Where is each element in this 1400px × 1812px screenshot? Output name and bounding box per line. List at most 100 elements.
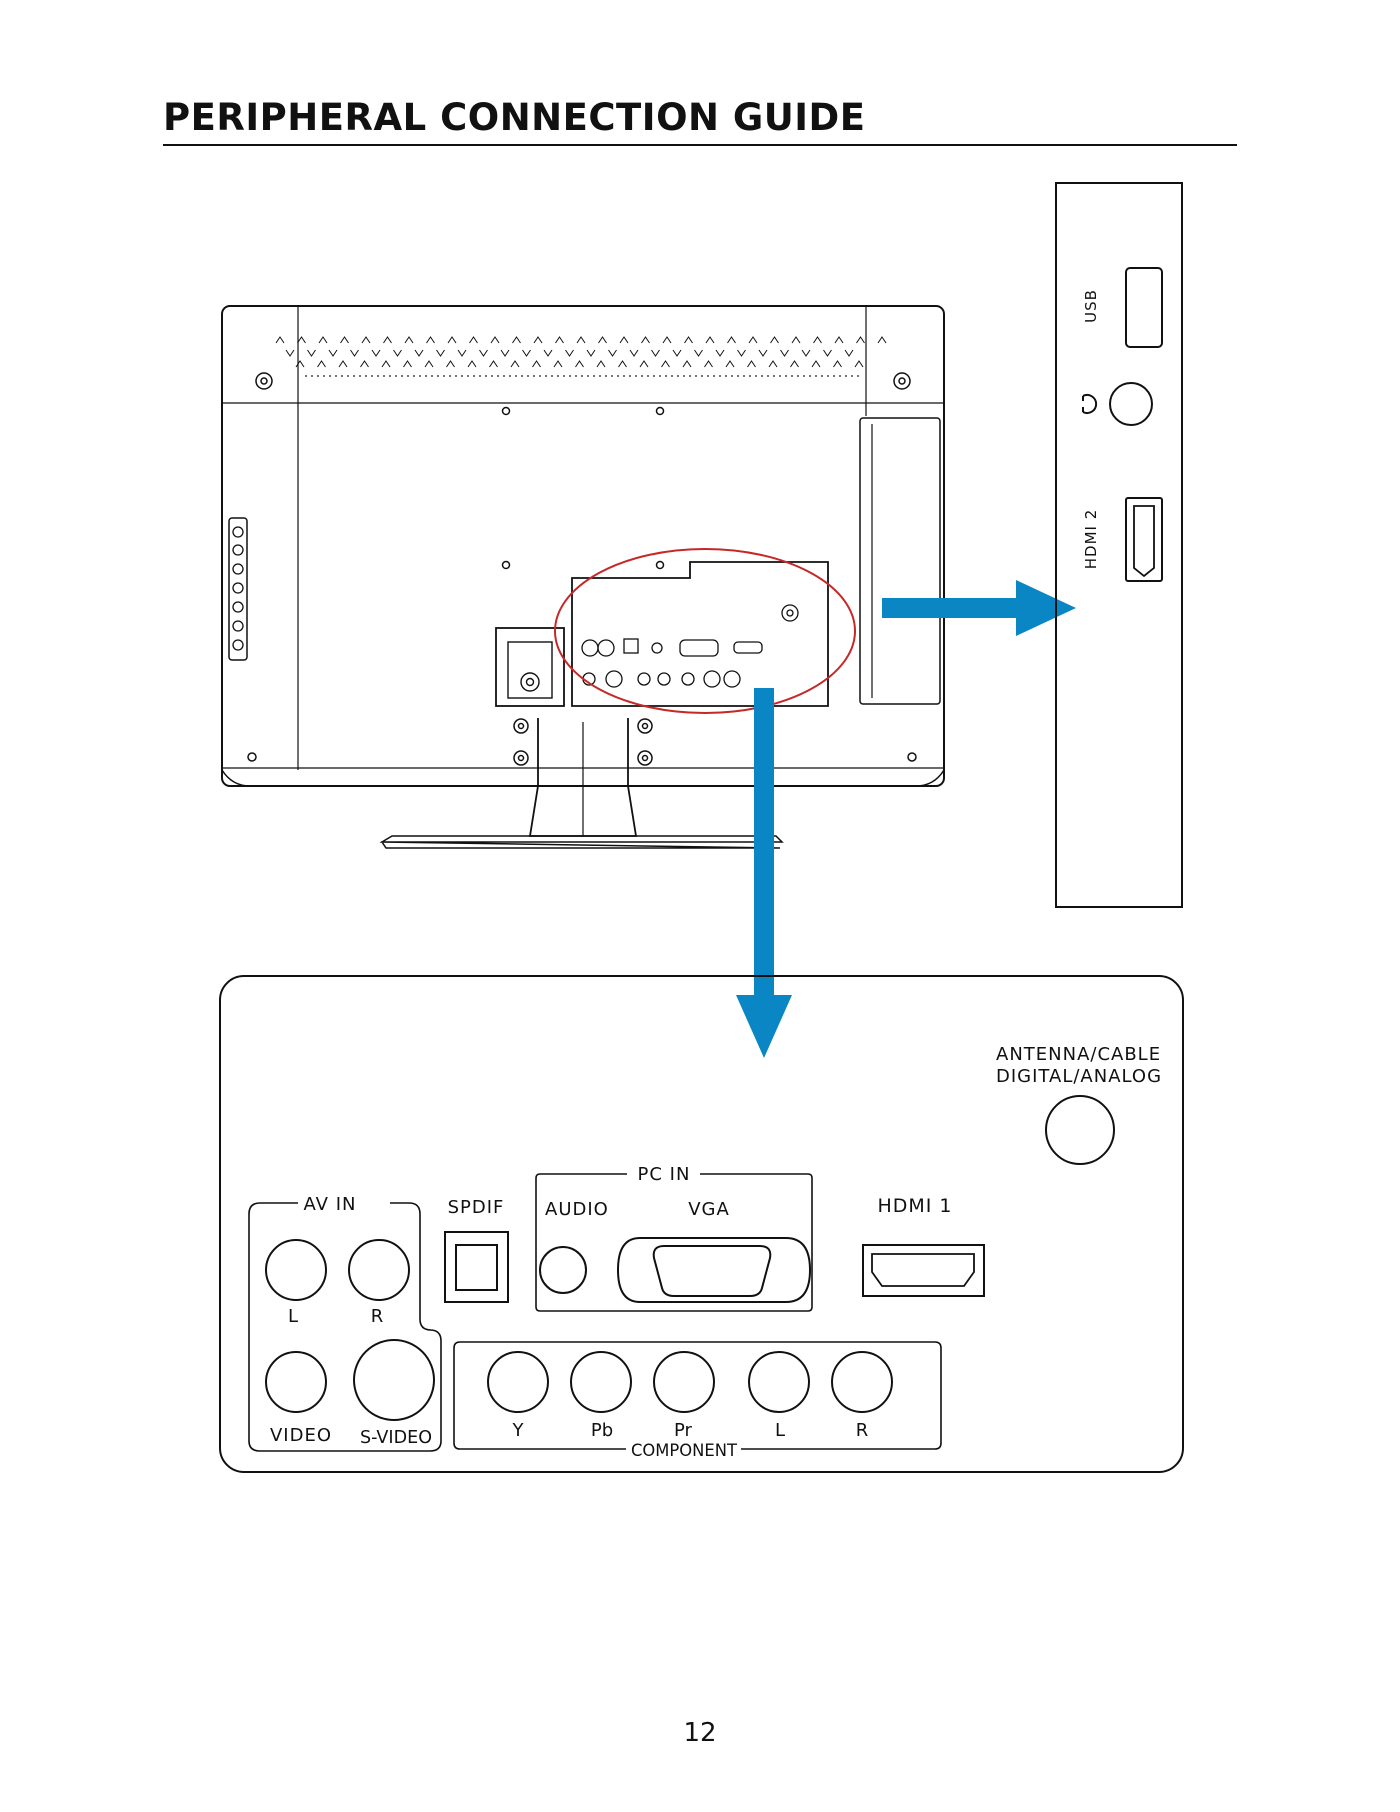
av-in-label: AV IN [304,1194,357,1215]
antenna-label-line1: ANTENNA/CABLE [996,1044,1161,1065]
vent-dot [455,375,457,377]
vent-slot [285,349,295,357]
vent-slot [651,349,660,357]
vent-slot [338,360,348,368]
vent-dot [575,375,577,377]
vent-dot [305,375,307,377]
component-l-label: L [775,1420,785,1441]
vent-dot [719,375,721,377]
usb-port [1125,267,1163,348]
vent-slot [811,360,821,368]
vent-dot [665,375,667,377]
vent-dot [791,375,793,377]
vent-slot [533,336,543,344]
rear-panel-detail [219,975,1184,1473]
vent-slot [758,349,768,357]
vent-dot [515,375,517,377]
vent-slot [297,336,306,344]
vent-dot [827,375,829,377]
vent-slot [661,360,670,368]
av-in-r-jack [348,1239,410,1301]
vent-dot [635,375,637,377]
vent-dot [731,375,733,377]
mount-screws [247,372,917,766]
tv-body-outline [221,305,945,787]
video-jack [265,1351,327,1413]
vent-slot [565,349,574,357]
vent-slot [576,336,586,344]
page-number: 12 [683,1718,717,1748]
vent-slot [856,336,865,344]
vent-dot [623,375,625,377]
vent-dot [437,375,439,377]
vent-slot [596,360,606,368]
component-pb-label: Pb [591,1420,613,1441]
audio-label: AUDIO [545,1199,609,1220]
hdmi2-label: HDMI 2 [1082,509,1100,570]
vent-dot [779,375,781,377]
av-in-l-jack [265,1239,327,1301]
vent-dot [539,375,541,377]
highlight-ellipse [554,548,856,714]
antenna-label-line2: DIGITAL/ANALOG [996,1066,1162,1087]
vent-slot [436,349,445,357]
vent-dot [419,375,421,377]
vent-slot [500,349,510,357]
vent-dot [347,375,349,377]
vent-slot [768,360,778,368]
vent-slot [360,360,369,368]
vent-slot [748,336,758,344]
rear-panel-outline [219,975,1184,1473]
vent-dot [311,375,313,377]
vent-dot [317,375,319,377]
vent-slot [361,336,371,344]
hdmi2-port [1125,497,1163,582]
headphone-jack [1109,382,1153,426]
vent-slot [317,360,326,368]
vent-dot [605,375,607,377]
side-control-buttons [228,517,248,661]
vent-slot [328,349,338,357]
vent-dot [401,375,403,377]
component-r-label: R [856,1420,869,1441]
vent-dot [659,375,661,377]
vent-slot [844,349,854,357]
vent-dot [797,375,799,377]
vent-dot [713,375,715,377]
vent-dot [467,375,469,377]
vent-dot [485,375,487,377]
vent-dot [725,375,727,377]
vent-slot [672,349,682,357]
page-title: PERIPHERAL CONNECTION GUIDE [163,96,866,139]
vent-dot [737,375,739,377]
vent-dot [527,375,529,377]
vent-dot [767,375,769,377]
vent-slot [307,349,316,357]
vent-dot [851,375,853,377]
vent-dot [857,375,859,377]
vent-dot [593,375,595,377]
antenna-connector [1045,1095,1115,1165]
vent-slot [275,336,285,344]
vent-slot [629,349,639,357]
vent-dot [809,375,811,377]
pc-in-group-outline [535,1173,813,1312]
vent-dot [677,375,679,377]
stand-base [379,835,784,849]
vent-slot [727,336,736,344]
vent-slot [854,360,864,368]
component-y-jack [487,1351,549,1413]
vent-slot [682,360,692,368]
vent-slot [543,349,553,357]
component-pb-jack [570,1351,632,1413]
vent-dot [377,375,379,377]
vent-dot [773,375,775,377]
pc-audio-jack [539,1246,587,1294]
vent-slot [684,336,693,344]
vent-slot [383,336,392,344]
vent-slot [705,336,715,344]
video-label: VIDEO [270,1425,332,1446]
vent-slot [586,349,596,357]
vent-dot [479,375,481,377]
vent-dot [425,375,427,377]
